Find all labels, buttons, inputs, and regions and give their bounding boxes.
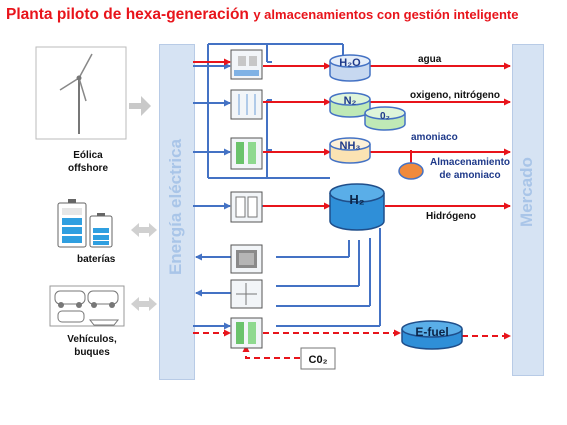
tank-label-co2: C0₂: [309, 354, 328, 366]
battery-icon: [57, 199, 113, 248]
tank-nh3: [329, 137, 371, 164]
tank-h2: [329, 183, 385, 231]
turbine-unit-icon: [230, 279, 263, 309]
desalination-unit-icon: [230, 49, 263, 80]
label-oxygen-nitrogen: oxigeno, nitrógeno: [410, 90, 500, 101]
tank-label-o2: 0₂: [380, 111, 390, 122]
tank-label-efuel: E-fuel: [415, 325, 448, 339]
tank-n2: [329, 92, 371, 118]
wind-turbine-icon: [35, 46, 127, 140]
tank-label-h2: H₂: [349, 192, 364, 207]
tank-label-n2: N₂: [344, 95, 357, 107]
tank-label-nh3: NH₃: [340, 140, 361, 152]
energy-bar: [159, 44, 195, 380]
ammonia-reactor-icon: [230, 137, 263, 170]
market-bar: [512, 44, 544, 376]
tank-h2o: [329, 54, 371, 82]
dashed-arrow-co2: [242, 345, 300, 359]
tank-efuel: [401, 320, 463, 350]
battery-exchange-arrow: [131, 223, 157, 237]
diagram-title: Planta piloto de hexa-generación y almac…: [6, 6, 564, 24]
label-vehicles: Vehículos, buques: [67, 334, 117, 358]
wind-supply-arrow: [129, 96, 151, 116]
title-main: Planta piloto de hexa-generación: [6, 6, 249, 23]
synthesis-unit-icon: [230, 317, 263, 349]
fuel-cell-icon: [230, 244, 263, 274]
label-hydrogen: Hidrógeno: [426, 211, 476, 222]
label-water: agua: [418, 54, 442, 65]
label-ammonia: amoniaco: [411, 132, 458, 143]
label-wind-offshore: Eólica offshore: [68, 150, 108, 174]
vehicle-exchange-arrow: [131, 297, 157, 311]
co2-box: [300, 347, 336, 370]
title-sub: y almacenamientos con gestión inteligent…: [253, 7, 519, 22]
process-units: [230, 49, 263, 349]
air-separation-unit-icon: [230, 89, 263, 120]
electrolyzer-icon: [230, 191, 263, 223]
ammonia-storage-tank: [398, 162, 424, 180]
tank-o2: [364, 106, 406, 131]
vehicles-icon: [49, 285, 125, 327]
tank-label-h2o: H₂O: [339, 57, 361, 69]
label-ammonia-storage: Almacenamiento de amoniaco: [429, 157, 511, 181]
label-batteries: baterías: [77, 254, 116, 265]
